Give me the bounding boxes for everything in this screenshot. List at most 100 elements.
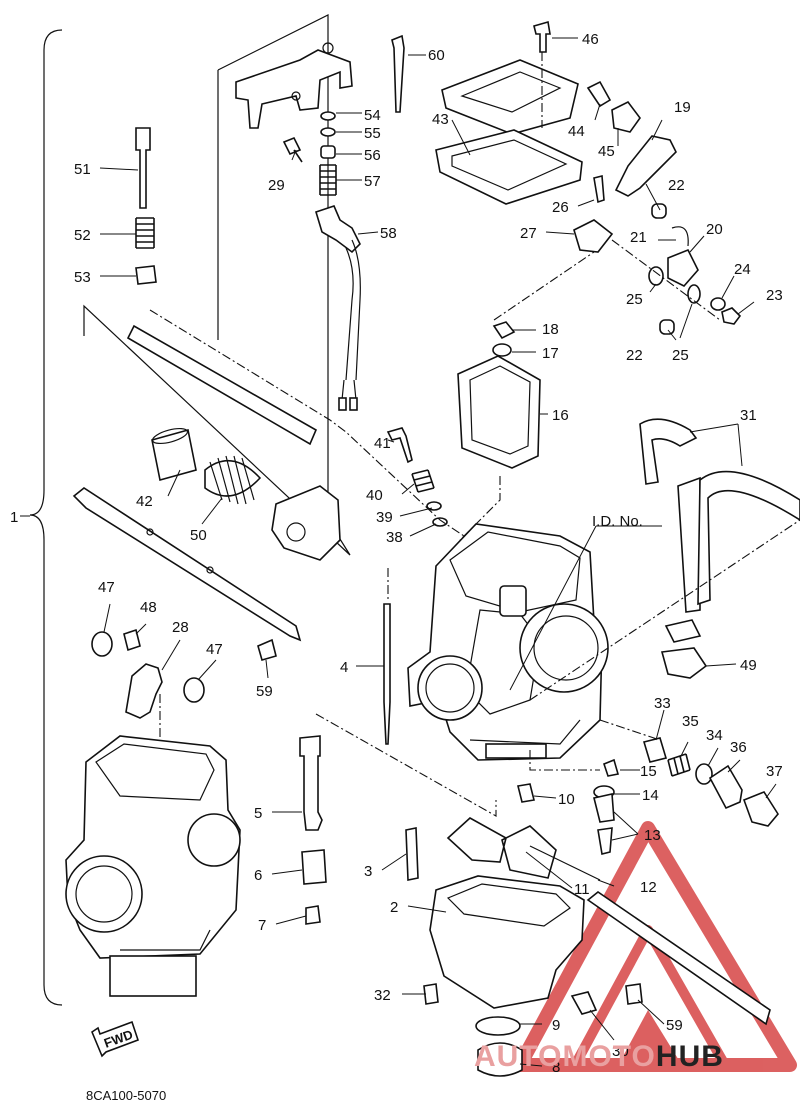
callout-22a: 22: [668, 177, 685, 194]
screw-32: [423, 983, 439, 1005]
float-11: [446, 817, 557, 879]
top-cover-43: [441, 59, 579, 135]
collar-47b: [183, 677, 205, 703]
spring-52: [135, 217, 155, 249]
callout-17: 17: [542, 345, 559, 362]
catalog-code: 8CA100-5070: [86, 1088, 166, 1103]
pilot-screw-41: [386, 427, 413, 464]
spring-35: [667, 753, 691, 777]
callout-23: 23: [766, 287, 783, 304]
plug-33: [642, 737, 668, 763]
o-ring-38: [432, 517, 448, 527]
callout-36: 36: [730, 739, 747, 756]
callout-1: 1: [10, 509, 18, 526]
callout-28: 28: [172, 619, 189, 636]
holder-27: [573, 219, 614, 253]
callout-11: 11: [574, 881, 590, 898]
needle-jet-5: [299, 735, 323, 831]
carburetor-body-left: [65, 735, 241, 997]
callout-22b: 22: [626, 347, 643, 364]
valve-plate-16: [457, 355, 541, 469]
clip-21: [671, 226, 689, 247]
callout-35: 35: [682, 713, 699, 730]
callout-27: 27: [520, 225, 537, 242]
hoses-31: [639, 418, 800, 613]
callout-21: 21: [630, 229, 647, 246]
jet-needle-4: [383, 603, 391, 745]
cable-adjuster-51: [135, 127, 151, 209]
callout-59a: 59: [256, 683, 273, 700]
callout-29: 29: [268, 177, 285, 194]
callout-20: 20: [706, 221, 723, 238]
callout-59b: 59: [666, 1017, 683, 1034]
washer-17: [492, 343, 512, 357]
id-number-label: I.D. No.: [592, 513, 643, 530]
callout-53: 53: [74, 269, 91, 286]
lever-28: [125, 663, 163, 719]
assembly-brace: [29, 29, 63, 1006]
sleeve-42: [151, 428, 197, 482]
callout-12: 12: [640, 879, 657, 896]
callout-32: 32: [374, 987, 391, 1004]
plug-8: [477, 1042, 523, 1077]
collar-22a: [651, 203, 667, 219]
washer-25a: [648, 266, 664, 286]
callout-54: 54: [364, 107, 381, 124]
callout-30: 30: [612, 1043, 629, 1060]
lever-19: [614, 135, 677, 197]
callout-38: 38: [386, 529, 403, 546]
callout-34: 34: [706, 727, 723, 744]
callout-51: 51: [74, 161, 91, 178]
callout-18: 18: [542, 321, 559, 338]
collar-47a: [91, 631, 113, 657]
callout-58: 58: [380, 225, 397, 242]
callout-9: 9: [552, 1017, 560, 1034]
seal-56: [320, 145, 336, 159]
callout-39: 39: [376, 509, 393, 526]
roller-45: [611, 100, 641, 133]
float-bowl-2: [429, 875, 585, 1009]
washer-54: [320, 111, 336, 121]
callout-55: 55: [364, 125, 381, 142]
washer-55: [320, 127, 336, 137]
washer-24: [710, 297, 726, 311]
spring-40: [411, 469, 435, 493]
spring-57: [319, 164, 337, 196]
cap-37: [742, 791, 779, 827]
spring-50: [204, 455, 262, 505]
o-ring-34: [695, 763, 713, 785]
callout-52: 52: [74, 227, 91, 244]
callout-49: 49: [740, 657, 757, 674]
callout-7: 7: [258, 917, 266, 934]
screw-48: [123, 628, 141, 652]
callout-2: 2: [390, 899, 398, 916]
callout-57: 57: [364, 173, 381, 190]
fwd-arrow-icon: [91, 1020, 140, 1058]
starter-plunger-58: [315, 205, 361, 254]
callout-19: 19: [674, 99, 691, 116]
linkage-bar: [72, 487, 302, 642]
callout-47b: 47: [206, 641, 223, 658]
clip-20: [667, 248, 699, 287]
screw-59a: [257, 638, 277, 661]
callout-45: 45: [598, 143, 615, 160]
callout-47a: 47: [98, 579, 115, 596]
screw-44: [586, 80, 612, 108]
nut-23: [721, 307, 742, 325]
callout-5: 5: [254, 805, 262, 822]
watermark-text: AUTOMOTOHUB: [474, 1040, 724, 1073]
screw-10: [517, 783, 535, 803]
carburetor-body-main: [407, 523, 609, 761]
screw-36: [708, 764, 743, 810]
callout-43: 43: [432, 111, 449, 128]
callout-15: 15: [640, 763, 657, 780]
cable-tie: [391, 34, 405, 113]
throttle-pulley-housing: [271, 485, 341, 561]
callout-26: 26: [552, 199, 569, 216]
callout-48: 48: [140, 599, 157, 616]
callout-42: 42: [136, 493, 153, 510]
screw-30: [570, 991, 598, 1015]
callout-44: 44: [568, 123, 585, 140]
callout-40: 40: [366, 487, 383, 504]
